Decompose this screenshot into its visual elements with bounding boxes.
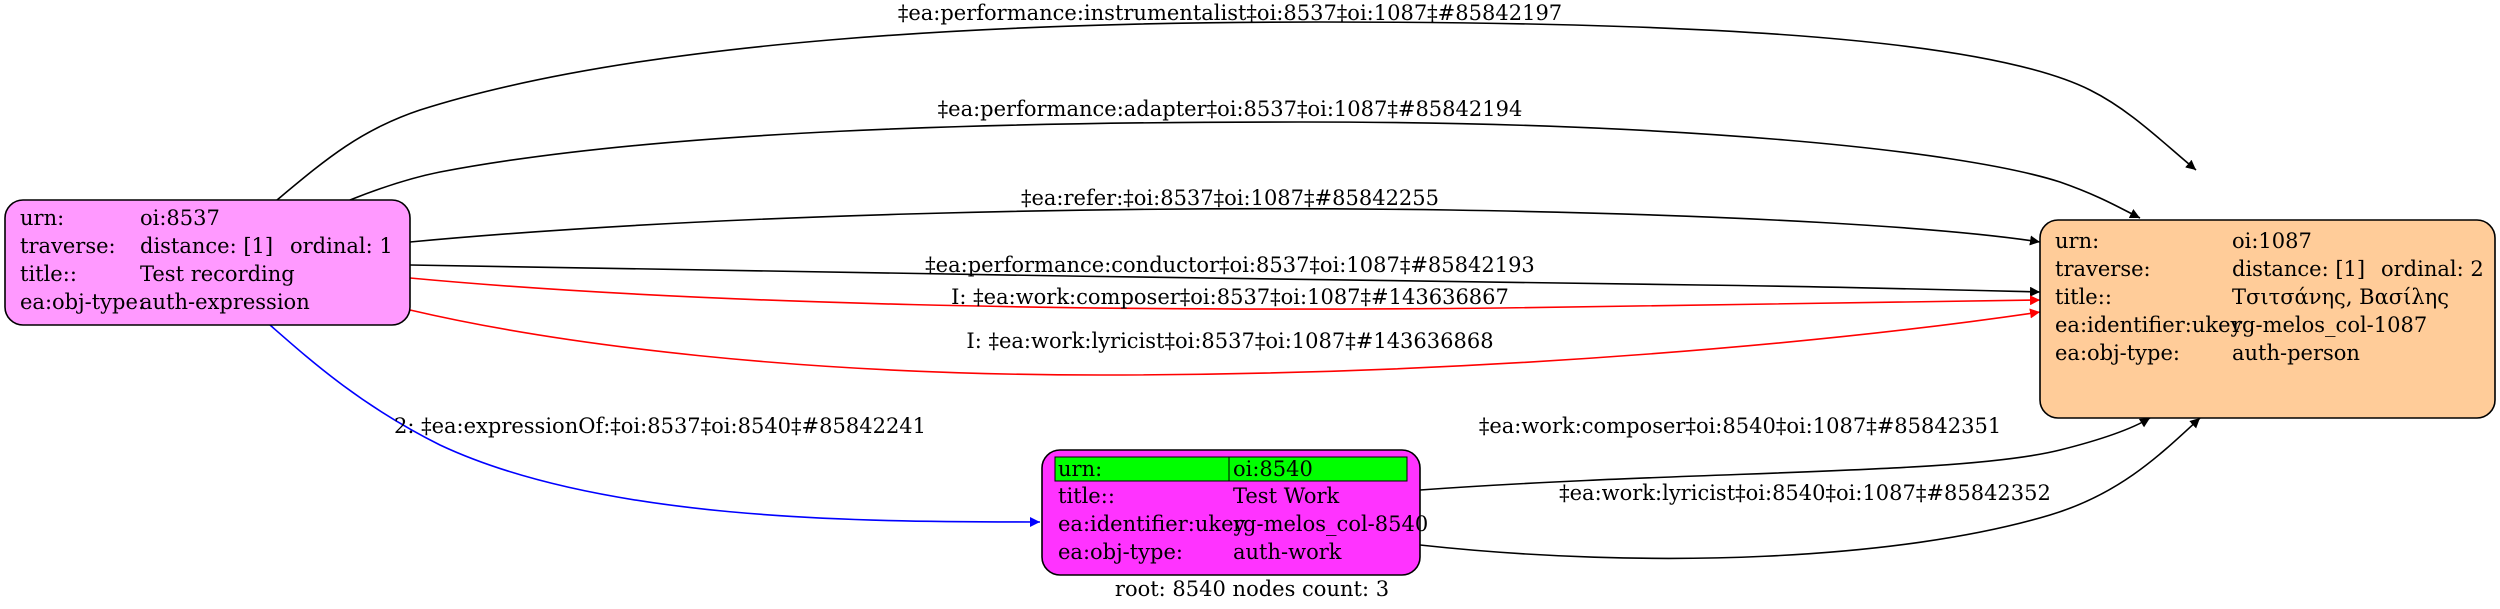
node-expression-type-value: auth-expression	[140, 290, 310, 314]
edge-expression-of-line	[269, 324, 1041, 527]
node-work-type-value: auth-work	[1233, 540, 1342, 564]
node-person[interactable]: urn: oi:1087 traverse: distance: [1] ord…	[2039, 219, 2496, 419]
node-person-title-key: title::	[2055, 285, 2112, 309]
node-person-title-value: Τσιτσάνης, Βασίλης	[2232, 285, 2449, 309]
edge-refer[interactable]: ‡ea:refer:‡oi:8537‡oi:1087‡#85842255	[409, 186, 2041, 246]
edge-lyricist-inferred-line	[409, 308, 2041, 376]
edge-adapter-line	[349, 121, 2141, 219]
node-person-urn-key: urn:	[2055, 229, 2099, 253]
edge-refer-line	[409, 207, 2041, 246]
node-work-urn-key-highlight	[1054, 456, 1230, 482]
edge-expression-of[interactable]: 2: ‡ea:expressionOf:‡oi:8537‡oi:8540‡#85…	[269, 324, 1041, 527]
node-expression-urn-value: oi:8537	[140, 206, 220, 230]
edge-work-lyricist[interactable]: ‡ea:work:lyricist‡oi:8540‡oi:1087‡#85842…	[1419, 417, 2201, 560]
node-person-identifier-key: ea:identifier:ukey	[2055, 313, 2243, 337]
node-expression-traverse-key: traverse:	[20, 234, 116, 258]
node-work-title-key: title::	[1058, 484, 1115, 508]
node-work-identifier-value: rg-melos_col-8540	[1233, 512, 1428, 536]
edge-expression-of-label: 2: ‡ea:expressionOf:‡oi:8537‡oi:8540‡#85…	[394, 414, 926, 438]
edge-adapter[interactable]: ‡ea:performance:adapter‡oi:8537‡oi:1087‡…	[349, 97, 2141, 219]
edge-instrumentalist-line	[276, 21, 2197, 201]
node-expression-type-key: ea:obj-type:	[20, 290, 145, 314]
edge-composer-inferred-label: I: ‡ea:work:composer‡oi:8537‡oi:1087‡#14…	[951, 285, 1509, 309]
edge-work-composer[interactable]: ‡ea:work:composer‡oi:8540‡oi:1087‡#85842…	[1419, 414, 2151, 491]
node-expression-ordinal: ordinal: 1	[290, 234, 393, 258]
edge-lyricist-inferred-label: I: ‡ea:work:lyricist‡oi:8537‡oi:1087‡#14…	[966, 329, 1493, 353]
node-person-identifier-value: rg-melos_col-1087	[2232, 313, 2427, 337]
node-work-identifier-key: ea:identifier:ukey	[1058, 512, 1246, 536]
edge-composer-inferred[interactable]: I: ‡ea:work:composer‡oi:8537‡oi:1087‡#14…	[409, 277, 2041, 310]
node-person-type-key: ea:obj-type:	[2055, 341, 2180, 365]
node-expression-urn-key: urn:	[20, 206, 64, 230]
edge-work-composer-line	[1419, 417, 2151, 491]
node-work[interactable]: urn: oi:8540 title:: Test Work ea:identi…	[1041, 449, 1428, 576]
edge-adapter-label: ‡ea:performance:adapter‡oi:8537‡oi:1087‡…	[938, 97, 1523, 121]
graph-footer-caption: root: 8540 nodes count: 3	[1115, 577, 1389, 601]
edge-conductor-label: ‡ea:performance:conductor‡oi:8537‡oi:108…	[925, 253, 1535, 277]
node-work-urn-value: oi:8540	[1233, 457, 1313, 481]
node-person-urn-value: oi:1087	[2232, 229, 2312, 253]
node-person-ordinal: ordinal: 2	[2381, 257, 2484, 281]
edge-refer-label: ‡ea:refer:‡oi:8537‡oi:1087‡#85842255	[1021, 186, 1439, 210]
node-expression-title-value: Test recording	[140, 262, 295, 286]
node-work-urn-value-highlight	[1228, 456, 1408, 482]
edge-work-lyricist-line	[1419, 417, 2201, 560]
node-expression[interactable]: urn: oi:8537 traverse: distance: [1] ord…	[4, 199, 411, 326]
edge-composer-inferred-line	[409, 277, 2041, 310]
node-expression-title-key: title::	[20, 262, 77, 286]
edge-conductor-line	[409, 264, 2041, 297]
node-work-title-value: Test Work	[1233, 484, 1340, 508]
edge-work-lyricist-label: ‡ea:work:lyricist‡oi:8540‡oi:1087‡#85842…	[1559, 481, 2051, 505]
node-person-traverse-value: distance: [1]	[2232, 257, 2365, 281]
edge-instrumentalist-label: ‡ea:performance:instrumentalist‡oi:8537‡…	[898, 1, 1562, 25]
node-person-box	[2039, 219, 2496, 419]
node-person-traverse-key: traverse:	[2055, 257, 2151, 281]
edge-lyricist-inferred[interactable]: I: ‡ea:work:lyricist‡oi:8537‡oi:1087‡#14…	[409, 308, 2041, 376]
node-expression-traverse-value: distance: [1]	[140, 234, 273, 258]
node-work-type-key: ea:obj-type:	[1058, 540, 1183, 564]
node-person-type-value: auth-person	[2232, 341, 2360, 365]
edge-work-composer-label: ‡ea:work:composer‡oi:8540‡oi:1087‡#85842…	[1479, 414, 2001, 438]
edge-conductor[interactable]: ‡ea:performance:conductor‡oi:8537‡oi:108…	[409, 253, 2041, 297]
node-work-urn-key: urn:	[1058, 457, 1102, 481]
node-expression-box	[4, 199, 411, 326]
edge-instrumentalist[interactable]: ‡ea:performance:instrumentalist‡oi:8537‡…	[276, 1, 2197, 201]
